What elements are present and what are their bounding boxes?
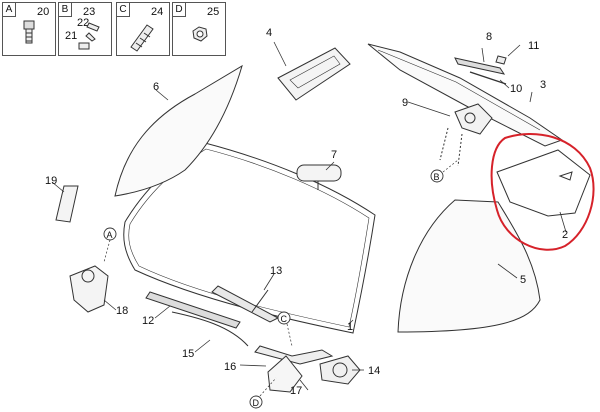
washer-filler-neck: [55, 185, 79, 223]
ref-letter-d: D: [253, 398, 260, 408]
rear-wiper-motor: [454, 103, 493, 135]
legend-part-number: 22: [77, 17, 90, 29]
rear-wiper-blade: [454, 57, 506, 75]
legend-letter: D: [173, 3, 186, 17]
callout-5: 5: [520, 274, 526, 286]
callout-2: 2: [562, 229, 568, 241]
callout-8: 8: [486, 31, 492, 43]
side-glass-left: [114, 64, 243, 197]
legend-box-d: D 25: [172, 2, 226, 56]
legend-box-b: B 23 22 21: [58, 2, 112, 56]
rear-quarter-glass: [496, 149, 591, 217]
legend-part-number: 21: [65, 30, 78, 42]
clip-21-22-23-icon: [78, 22, 100, 50]
front-wiper-blade: [145, 291, 241, 329]
rear-view-mirror: [296, 164, 342, 182]
legend-box-a: A 20: [2, 2, 56, 56]
legend-box-c: C 24: [116, 2, 170, 56]
legend-letter: C: [117, 3, 130, 17]
rear-window: [367, 43, 564, 147]
windshield-inner-edge: [128, 148, 370, 328]
nut-25-icon: [192, 26, 208, 42]
highlight-circle: [490, 132, 595, 251]
quarter-glass: [277, 47, 351, 101]
callout-7: 7: [331, 149, 337, 161]
callout-9: 9: [402, 97, 408, 109]
callout-16: 16: [224, 361, 236, 373]
stud-24-icon: [130, 24, 154, 52]
callout-19: 19: [45, 175, 57, 187]
callout-14: 14: [368, 365, 380, 377]
ref-letter-b: B: [434, 172, 440, 182]
wiper-motor: [319, 355, 361, 385]
callout-12: 12: [142, 315, 154, 327]
callout-1: 1: [347, 321, 353, 333]
ref-letter-a: A: [107, 230, 113, 240]
ref-letter-c: C: [281, 314, 288, 324]
legend-part-number: 25: [207, 6, 220, 18]
callout-6: 6: [153, 81, 159, 93]
legend-part-number: 24: [151, 6, 164, 18]
callout-13: 13: [270, 265, 282, 277]
callout-4: 4: [266, 27, 272, 39]
bolt-20-icon: [23, 20, 35, 44]
legend-letter: A: [3, 3, 16, 17]
ref-circle-c: [277, 311, 291, 325]
rear-wiper-nut: [495, 55, 507, 65]
callout-3: 3: [540, 79, 546, 91]
callout-10: 10: [510, 83, 522, 95]
callout-11: 11: [528, 40, 539, 52]
callout-15: 15: [182, 348, 194, 360]
wiper-linkage: [254, 345, 334, 365]
washer-reservoir: [69, 265, 109, 313]
legend-letter: B: [59, 3, 72, 17]
legend-part-number: 23: [83, 6, 96, 18]
wiper-bracket: [267, 355, 303, 393]
ref-circle-d: [249, 395, 263, 409]
callout-18: 18: [116, 305, 128, 317]
front-wiper-hose: [171, 311, 249, 347]
callout-17: 17: [290, 385, 302, 397]
ref-circle-b: [430, 169, 444, 183]
legend-part-number: 20: [37, 6, 50, 18]
rear-door-glass: [397, 199, 541, 333]
